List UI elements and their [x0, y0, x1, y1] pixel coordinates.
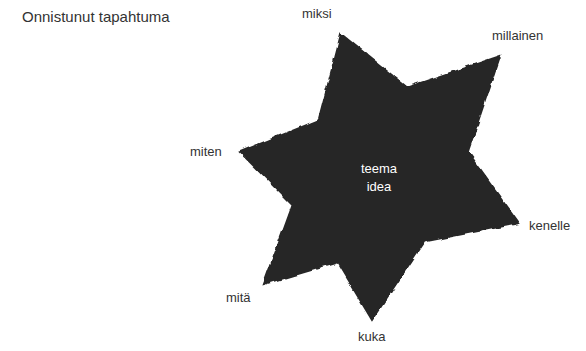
- theme-text: teema idea: [355, 160, 403, 196]
- star-shape: teema idea: [228, 18, 564, 340]
- diagram-title: Onnistunut tapahtuma: [22, 8, 170, 25]
- point-label: kenelle: [529, 218, 570, 233]
- point-label: kuka: [358, 329, 385, 344]
- point-label: mitä: [226, 290, 251, 305]
- point-label: miten: [190, 144, 222, 159]
- star-outline: [228, 18, 564, 340]
- point-label: millainen: [492, 28, 543, 43]
- point-label: miksi: [302, 6, 332, 21]
- star-fill: [240, 34, 519, 320]
